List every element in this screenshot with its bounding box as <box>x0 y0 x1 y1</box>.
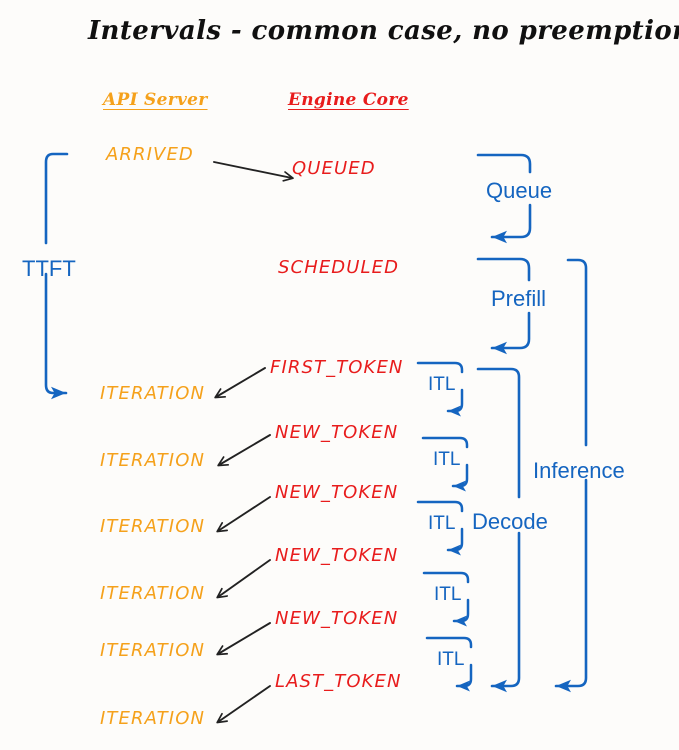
state-scheduled: SCHEDULED <box>278 257 400 278</box>
interval-bracket-prefill <box>476 257 531 355</box>
interval-bracket-itl-1 <box>416 361 464 417</box>
interval-label-inference: Inference <box>533 458 625 483</box>
arrow-new-token-4-to-iteration-5 <box>216 622 271 656</box>
arrow-arrived-to-queued <box>213 161 294 182</box>
state-transition-arrows <box>213 161 294 724</box>
state-iteration-3: ITERATION <box>100 516 206 537</box>
state-queued: QUEUED <box>292 158 376 179</box>
interval-label-ttft: TTFT <box>22 256 76 281</box>
interval-label-itl-1: ITL <box>428 374 456 395</box>
state-last-token: LAST_TOKEN <box>275 671 402 692</box>
arrow-new-token-3-to-iteration-4 <box>216 559 271 599</box>
interval-label-itl-5: ITL <box>437 649 465 670</box>
interval-label-prefill: Prefill <box>491 286 547 311</box>
interval-label-itl-2: ITL <box>433 449 461 470</box>
interval-label-itl-3: ITL <box>428 513 456 534</box>
column-header-engine-core: Engine Core <box>288 90 409 110</box>
interval-bracket-itl-2 <box>421 436 469 492</box>
interval-bracket-itl-4 <box>422 571 470 627</box>
state-new-token-1: NEW_TOKEN <box>275 422 399 443</box>
interval-bracket-itl-3 <box>416 500 464 556</box>
interval-label-queue: Queue <box>486 178 553 203</box>
state-iteration-4: ITERATION <box>100 583 206 604</box>
state-new-token-2: NEW_TOKEN <box>275 482 399 503</box>
column-header-api-server: API Server <box>103 90 208 110</box>
page-title: Intervals - common case, no preemptions <box>88 16 679 46</box>
interval-bracket-decode <box>476 367 521 693</box>
state-arrived: ARRIVED <box>106 144 194 165</box>
interval-bracket-ttft <box>44 152 69 400</box>
state-new-token-4: NEW_TOKEN <box>275 608 399 629</box>
interval-bracket-inference <box>554 258 588 693</box>
interval-label-decode: Decode <box>472 509 548 534</box>
state-iteration-6: ITERATION <box>100 708 206 729</box>
interval-bracket-queue <box>476 153 532 244</box>
interval-label-itl-4: ITL <box>434 584 462 605</box>
arrow-new-token-2-to-iteration-3 <box>216 496 271 533</box>
state-iteration-1: ITERATION <box>100 383 206 404</box>
arrow-last-token-to-iteration-6 <box>216 685 271 724</box>
state-first-token: FIRST_TOKEN <box>270 357 404 378</box>
arrow-first-token-to-iteration-1 <box>214 367 266 399</box>
interval-bracket-itl-5 <box>425 636 473 692</box>
state-new-token-3: NEW_TOKEN <box>275 545 399 566</box>
state-iteration-2: ITERATION <box>100 450 206 471</box>
interval-brackets-itl <box>416 361 473 692</box>
state-iteration-5: ITERATION <box>100 640 206 661</box>
arrow-new-token-1-to-iteration-2 <box>217 434 271 467</box>
